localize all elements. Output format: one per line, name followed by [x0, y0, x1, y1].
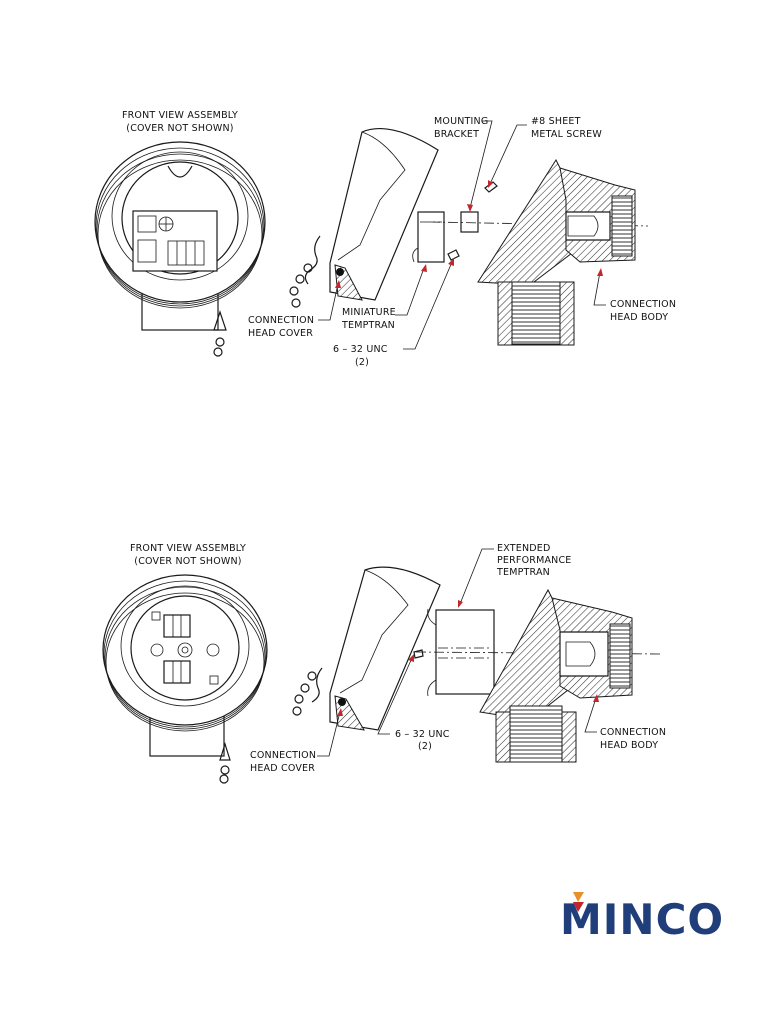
bottom-front-view-title-line2: (COVER NOT SHOWN): [134, 556, 241, 567]
top-label-connection-head-body-line1: CONNECTION: [610, 299, 676, 310]
bottom-label-connection-head-body-line1: CONNECTION: [600, 727, 666, 738]
bottom-leader-connection-head-body: [584, 694, 599, 733]
top-label-mounting-bracket-line2: BRACKET: [434, 129, 479, 140]
top-label-connection-head-body-line2: HEAD BODY: [610, 312, 668, 323]
top-connection-head-body: [477, 158, 636, 346]
minco-logo-mark-orange: [573, 892, 584, 902]
top-label-screw-spec-line2: (2): [355, 357, 369, 368]
bottom-leader-extended-temptran: [458, 548, 494, 608]
top-leader-connection-head-body: [593, 268, 606, 306]
top-label-mounting-bracket-line1: MOUNTING: [434, 116, 488, 127]
bottom-label-connection-head-cover-line2: HEAD COVER: [250, 763, 315, 774]
minco-logo-mark-red: [573, 902, 584, 912]
bottom-label-screw-spec-line2: (2): [418, 741, 432, 752]
top-label-screw-spec-line1: 6 – 32 UNC: [333, 344, 388, 355]
top-label-connection-head-cover-line2: HEAD COVER: [248, 328, 313, 339]
top-front-view-title-line2: (COVER NOT SHOWN): [126, 123, 233, 134]
top-mounting-bracket: [447, 181, 498, 261]
minco-logo: MINCO: [560, 892, 724, 944]
top-label-miniature-temptran-line2: TEMPTRAN: [341, 320, 395, 331]
bottom-front-view-title-line1: FRONT VIEW ASSEMBLY: [130, 543, 246, 554]
bottom-assembly-diagram: FRONT VIEW ASSEMBLY (COVER NOT SHOWN): [102, 543, 666, 784]
bottom-label-connection-head-cover-line1: CONNECTION: [250, 750, 316, 761]
top-label-sheet-metal-screw-line2: METAL SCREW: [531, 129, 602, 140]
top-label-sheet-metal-screw-line1: #8 SHEET: [531, 116, 581, 127]
top-front-view-title-line1: FRONT VIEW ASSEMBLY: [122, 110, 238, 121]
top-leader-mounting-bracket: [467, 120, 493, 212]
minco-logo-text: MINCO: [560, 895, 724, 944]
top-leader-miniature-temptran: [395, 264, 427, 316]
bottom-connection-head-cover: [292, 566, 441, 731]
top-leader-screw-spec: [403, 258, 454, 350]
top-leader-sheet-metal-screw: [488, 124, 527, 188]
top-label-miniature-temptran-line1: MINIATURE: [342, 307, 396, 318]
top-front-view-assembly: [94, 141, 266, 357]
top-miniature-temptran: [412, 211, 445, 263]
bottom-leader-screw-spec: [377, 654, 414, 735]
top-assembly-diagram: FRONT VIEW ASSEMBLY (COVER NOT SHOWN): [94, 110, 676, 368]
top-connection-head-cover: [289, 127, 439, 308]
bottom-label-extended-temptran-line1: EXTENDED: [497, 543, 551, 554]
top-label-connection-head-cover-line1: CONNECTION: [248, 315, 314, 326]
bottom-connection-head-body: [479, 588, 633, 763]
bottom-label-connection-head-body-line2: HEAD BODY: [600, 740, 658, 751]
bottom-label-extended-temptran-line2: PERFORMANCE: [497, 555, 572, 566]
bottom-front-view-assembly: [102, 574, 268, 784]
bottom-leader-connection-head-cover: [317, 708, 343, 757]
top-leader-connection-head-cover: [318, 280, 341, 321]
bottom-label-extended-temptran-line3: TEMPTRAN: [496, 567, 550, 578]
bottom-label-screw-spec-line1: 6 – 32 UNC: [395, 729, 450, 740]
bottom-extended-temptran: [413, 608, 495, 697]
